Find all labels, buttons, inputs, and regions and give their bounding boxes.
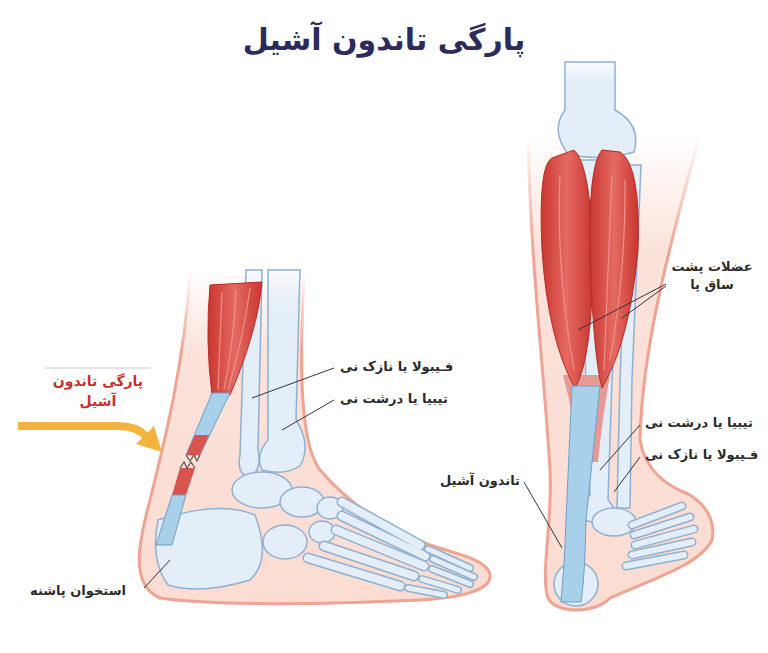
muscle-fibres [218, 288, 250, 390]
title: پارگی تاندون آشیل [0, 22, 768, 57]
leader-line [282, 400, 334, 430]
leader-line [622, 286, 666, 318]
tendon-label: تاندون آشیل [440, 472, 520, 490]
muscle-fibres [559, 175, 625, 370]
tear-edge [180, 462, 195, 468]
skin-outline [528, 135, 713, 610]
leader-line [600, 425, 640, 470]
skin-outline [139, 270, 490, 604]
leader-line [578, 284, 666, 330]
bone-label: استخوان پاشنه [30, 582, 126, 600]
rupture-label: پارگی تاندون آشیل [52, 372, 144, 411]
bone-label: فـیبولا یا نازک نی [645, 446, 758, 464]
side-view-foot [139, 270, 490, 604]
tendon-lower-red [172, 468, 195, 495]
leader-line [252, 368, 334, 398]
leader-line [614, 457, 640, 492]
tendon-lower [156, 495, 186, 545]
femur-bone [558, 62, 636, 158]
muscle-label: عضلات پشت ساق پا [670, 258, 754, 294]
cuboid-bone [263, 525, 307, 559]
metatarsal-bones [308, 502, 474, 595]
bone-label: تیبیا یا درشت نی [645, 414, 753, 432]
back-view-leg [528, 62, 713, 610]
gastrocnemius-medial [541, 150, 593, 388]
bone-label: فـیبولا یا نازک نی [340, 358, 453, 376]
tibia-bone [260, 270, 306, 472]
foot-bones [626, 506, 694, 566]
tendon-tear-red [186, 435, 209, 455]
bone-label: تیبیا یا درشت نی [340, 390, 448, 408]
pointer-arrowhead [136, 426, 162, 452]
calf-muscle [208, 282, 262, 395]
achilles-tendon [561, 386, 600, 602]
gastrocnemius-lateral [590, 150, 639, 388]
tendon-upper [186, 393, 230, 455]
leader-lines [144, 284, 666, 588]
leader-line [524, 482, 562, 548]
tear-edge [186, 455, 200, 461]
pointer-arrow [18, 426, 146, 436]
label-rule [45, 368, 150, 369]
leader-line [144, 560, 170, 588]
